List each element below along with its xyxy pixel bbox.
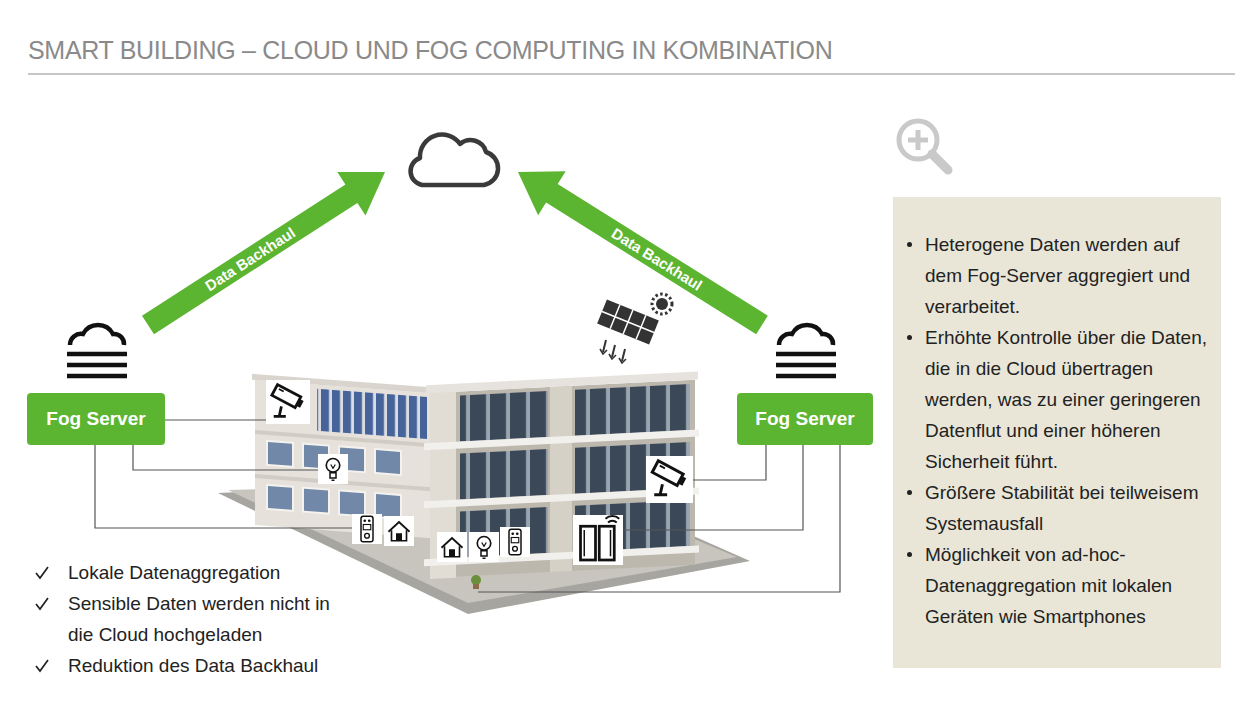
smart-home-icon [384,516,414,546]
check-mark-stroke [36,660,48,671]
building-illustration [218,372,750,614]
fog-server-box: Fog Server [27,393,165,445]
solar-panel-icon [597,294,672,363]
magnifier-icon [899,121,948,170]
bullet-text: Erhöhte Kontrolle über die Daten, die in… [925,322,1207,477]
bullet-item: Erhöhte Kontrolle über die Daten, die in… [925,322,1207,477]
checklist-text: Reduktion des Data Backhaul [68,650,348,681]
checklist-item: Lokale Datenaggregation [68,557,348,588]
fog-icon [67,325,127,376]
thermostat-icon [352,514,382,544]
checklist-item: Reduktion des Data Backhaul [68,650,348,681]
backhaul-arrow [142,172,385,334]
arrow-label: Data Backhaul [609,225,705,293]
bullet-dot [907,335,912,340]
lamp-icon [469,532,499,562]
check-mark-stroke [36,598,48,609]
title-rule [28,74,1235,75]
device-icons [266,380,693,565]
page-title: SMART BUILDING – CLOUD UND FOG COMPUTING… [28,36,832,65]
bullet-dot [907,490,912,495]
camera-icon [646,456,693,503]
backhaul-arrow [518,171,768,334]
checklist-text: Sensible Daten werden nicht in die Cloud… [68,588,348,650]
fog-server-box: Fog Server [737,393,873,445]
bullet-dot [907,552,912,557]
arrow-label: Data Backhaul [202,225,297,294]
bullet-dot [907,242,912,247]
thermostat-icon [500,527,530,557]
smart-home-icon [437,532,467,562]
cloud-icon [411,135,498,185]
checklist-item: Sensible Daten werden nicht in die Cloud… [68,588,348,650]
node-label: Fog Server [755,408,854,430]
window-sensor-icon [573,515,623,565]
node-label: Fog Server [46,408,145,430]
bullet-text: Heterogene Daten werden auf dem Fog-Serv… [925,229,1207,322]
check-mark [34,658,50,674]
bullet-item: Möglichkeit von ad-hoc-Datenaggregation … [925,539,1207,632]
bullet-text: Größere Stabilität bei teilweisem System… [925,477,1207,539]
check-mark [34,596,50,612]
checklist-text: Lokale Datenaggregation [68,557,348,588]
bullet-text: Möglichkeit von ad-hoc-Datenaggregation … [925,539,1207,632]
bullet-item: Größere Stabilität bei teilweisem System… [925,477,1207,539]
info-panel: Heterogene Daten werden auf dem Fog-Serv… [893,197,1221,668]
camera-icon [266,380,310,424]
lamp-icon [318,454,348,484]
check-mark-stroke [36,567,48,578]
bullet-item: Heterogene Daten werden auf dem Fog-Serv… [925,229,1207,322]
fog-icon [776,325,836,376]
check-mark [34,565,50,581]
